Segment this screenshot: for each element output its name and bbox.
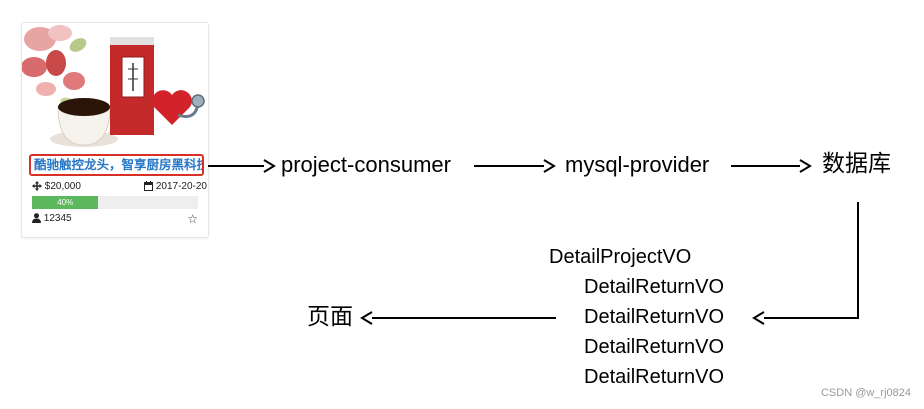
project-amount: $20,000 <box>44 181 81 192</box>
mysql-provider-node: mysql-provider <box>565 152 710 177</box>
detail-return-vo: DetailReturnVO <box>584 336 725 358</box>
progress-fill: 40% <box>32 196 99 209</box>
watermark: CSDN @w_rj0824 <box>820 387 911 399</box>
detail-project-vo: DetailProjectVO <box>549 246 692 268</box>
move-icon <box>32 181 42 192</box>
project-card[interactable]: 酷驰触控龙头，智享厨房黑科技 $20,000 2017-20-20 40% 12… <box>21 22 209 238</box>
detail-return-vo: DetailReturnVO <box>584 366 725 388</box>
date-group: 2017-20-20 <box>144 180 207 194</box>
arrowhead <box>543 159 556 173</box>
calendar-icon <box>144 181 154 192</box>
amount-group: $20,000 <box>32 180 81 194</box>
detail-return-vo: DetailReturnVO <box>584 276 725 298</box>
product-image <box>22 23 208 149</box>
project-title[interactable]: 酷驰触控龙头，智享厨房黑科技 <box>29 154 204 176</box>
database-node: 数据库 <box>822 151 891 177</box>
project-footer: 12345 ☆ <box>32 212 198 226</box>
project-date: 2017-20-20 <box>155 181 207 192</box>
arrowhead <box>799 159 812 173</box>
project-meta: $20,000 2017-20-20 <box>32 180 207 194</box>
star-icon[interactable]: ☆ <box>187 212 198 226</box>
user-icon <box>32 213 41 224</box>
page-node: 页面 <box>307 304 353 330</box>
arrowhead <box>263 159 276 173</box>
supporter-count: 12345 <box>43 213 72 224</box>
arrow-database-to-result <box>764 202 859 319</box>
detail-return-vo: DetailReturnVO <box>584 306 725 328</box>
progress-bar: 40% <box>32 196 198 209</box>
project-consumer-node: project-consumer <box>281 152 451 177</box>
arrowhead <box>752 311 765 325</box>
arrowhead <box>360 311 373 325</box>
